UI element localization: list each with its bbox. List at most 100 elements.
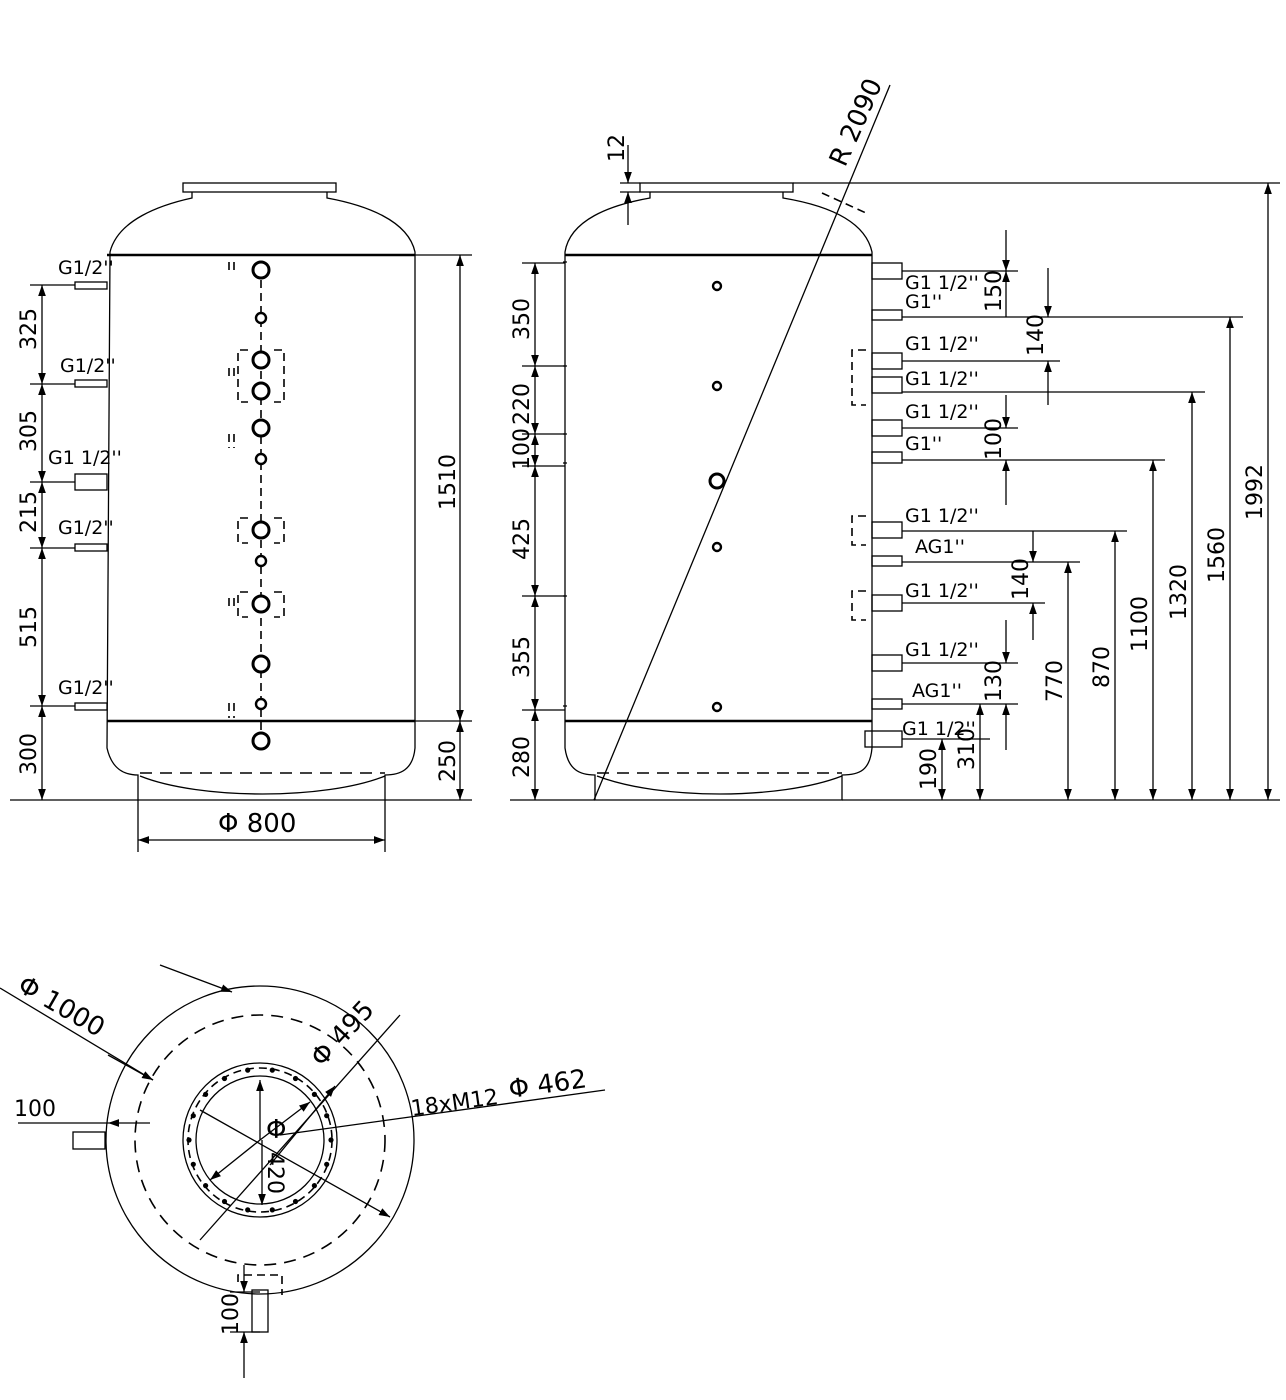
port-hole	[254, 554, 268, 568]
pipe-stub	[74, 543, 108, 552]
tank-outline	[564, 192, 873, 801]
bottom-curve	[596, 775, 843, 795]
flange-thickness-dim	[620, 145, 640, 225]
bolt-hole	[269, 1207, 275, 1213]
radius-tick	[821, 192, 867, 214]
dim-355: 355	[510, 636, 535, 678]
bolt-hole	[203, 1091, 209, 1097]
dim-250: 250	[436, 740, 461, 782]
connection-label: G1 1/2''	[905, 505, 979, 527]
dim-diameter-1000: Φ 1000	[13, 970, 110, 1043]
bolt-hole	[269, 1067, 275, 1073]
dim-300: 300	[17, 733, 42, 775]
dim-130: 130	[982, 660, 1007, 702]
top-flange	[639, 182, 794, 193]
dashed-circle	[134, 1014, 386, 1266]
dim-1560: 1560	[1205, 527, 1230, 583]
connection-label: G1 1/2''	[905, 333, 979, 355]
dim-140: 140	[1009, 558, 1034, 600]
port-hole	[251, 520, 271, 540]
connection-label: G1 1/2''	[905, 368, 979, 390]
diameter-dimension	[137, 800, 386, 852]
bolt-hole	[311, 1091, 317, 1097]
dim-1100: 1100	[1128, 596, 1153, 652]
connection-label: G1/2''	[60, 355, 116, 377]
pipe-stub	[74, 379, 108, 388]
port-hole	[251, 594, 271, 614]
extension-lines	[793, 182, 1280, 801]
bolt-hole	[221, 1075, 228, 1082]
leader-line	[159, 964, 233, 993]
bottom-curve	[139, 775, 386, 795]
bolt-hole	[311, 1183, 317, 1189]
dim-100-bottom: 100	[219, 1293, 244, 1335]
pipe-stub	[74, 473, 108, 491]
dim-870: 870	[1090, 646, 1115, 688]
height-dimensions	[938, 183, 1272, 800]
sensor-bracket	[237, 517, 285, 544]
dim-305: 305	[17, 410, 42, 452]
right-dimensions	[385, 254, 472, 801]
dim-220: 220	[510, 383, 535, 425]
pipe-stub	[74, 702, 108, 711]
bolt-hole	[292, 1198, 299, 1205]
bolt-holes	[186, 1067, 334, 1213]
left-dimension-chain	[10, 284, 138, 801]
port-hole	[251, 381, 271, 401]
dim-line	[259, 1101, 311, 1141]
leader-line	[107, 1054, 154, 1081]
connection-label: G1''	[905, 291, 942, 313]
leader-line	[199, 1109, 391, 1218]
dim-515: 515	[17, 606, 42, 648]
dim-190: 190	[917, 748, 942, 790]
dim-310: 310	[955, 728, 980, 770]
leader-line	[0, 987, 154, 1081]
dim-140: 140	[1024, 314, 1049, 356]
dim-350: 350	[510, 298, 535, 340]
top-view: 100 100 Φ 1000 Φ 495 18xM12 Φ 462 Φ 420	[0, 964, 606, 1378]
connection-label: G1 1/2''	[905, 272, 979, 294]
pipe-stub	[74, 281, 108, 290]
port-hole	[251, 418, 271, 438]
port-hole	[251, 260, 271, 280]
bolt-hole	[245, 1207, 251, 1213]
connection-label: G1 1/2''	[48, 447, 122, 469]
bolt-hole	[245, 1067, 251, 1073]
bolt-hole	[324, 1161, 330, 1167]
bolt-hole	[186, 1137, 192, 1143]
center-symbol: Φ	[266, 1115, 286, 1145]
bolt-hole	[203, 1183, 209, 1189]
front-view: G1/2'' G1/2'' G1 1/2'' G1/2'' G1/2'' 325…	[10, 182, 472, 852]
right-nozzles	[851, 262, 903, 748]
dim-425: 425	[510, 518, 535, 560]
leader-line	[199, 1014, 401, 1241]
small-dimensions	[1002, 230, 1052, 750]
dim-150: 150	[982, 270, 1007, 312]
dim-215: 215	[17, 491, 42, 533]
outer-shell-circle	[105, 985, 415, 1295]
port-hole	[254, 452, 268, 466]
connection-label: G1 1/2''	[905, 639, 979, 661]
dim-12: 12	[605, 134, 630, 162]
connection-label: AG1''	[912, 680, 962, 702]
dim-1510: 1510	[436, 454, 461, 510]
flange-outer-circle	[182, 1062, 338, 1218]
port-hole	[711, 380, 723, 392]
dim-diameter-495: Φ 495	[305, 995, 380, 1073]
port-hole	[251, 654, 271, 674]
dim-100: 100	[510, 428, 535, 470]
connection-label: G1 1/2''	[905, 580, 979, 602]
dim-radius: R 2090	[824, 74, 889, 171]
dim-diameter-800: Φ 800	[218, 809, 296, 839]
port-hole	[711, 280, 723, 292]
dim-100: 100	[982, 418, 1007, 460]
dim-770: 770	[1043, 660, 1068, 702]
radius-line	[593, 84, 891, 801]
left-dimension-chain	[510, 262, 595, 801]
dim-line	[209, 1139, 261, 1181]
port-hole	[251, 731, 271, 751]
connection-label: G1/2''	[58, 677, 114, 699]
port-hole	[708, 472, 726, 490]
bolt-hole	[328, 1137, 334, 1143]
